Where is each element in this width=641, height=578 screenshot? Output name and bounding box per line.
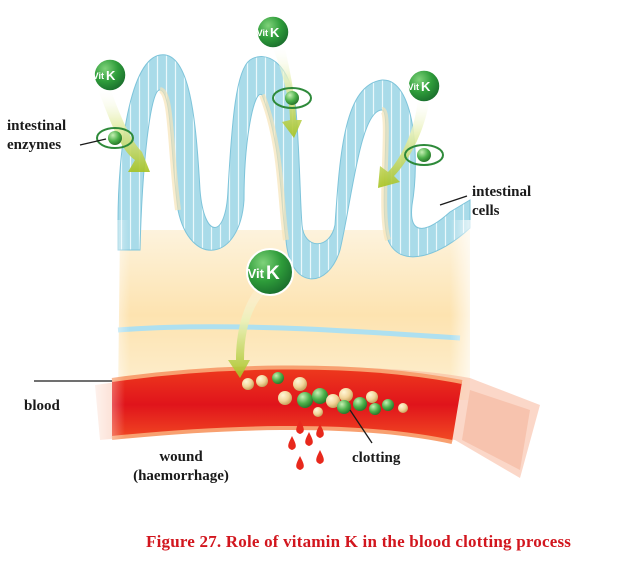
intestinal-tissue	[117, 230, 470, 400]
svg-text:K: K	[106, 68, 116, 83]
blood-drops	[288, 420, 324, 470]
blood-vessel	[80, 365, 540, 478]
leader-lines	[34, 138, 468, 444]
svg-text:Vit: Vit	[408, 82, 419, 92]
svg-text:Vit: Vit	[257, 28, 268, 38]
label-line: intestinal	[472, 184, 532, 200]
svg-text:Vit: Vit	[93, 71, 104, 81]
svg-text:K: K	[421, 79, 431, 94]
vitamin-k-badge: Vit K	[407, 69, 441, 103]
svg-text:K: K	[270, 25, 280, 40]
label-intestinal-enzymes: intestinal enzymes	[7, 117, 66, 155]
label-intestinal-cells: intestinal cells	[472, 183, 531, 221]
label-line: wound	[159, 449, 203, 465]
label-clotting: clotting	[352, 450, 401, 466]
enzyme-markers	[96, 87, 444, 166]
vitamin-k-badge: Vit K	[256, 15, 290, 49]
label-blood: blood	[24, 398, 60, 414]
clotting-particles	[242, 372, 408, 417]
vitamin-k-badge: Vit K	[93, 58, 127, 92]
label-line: intestinal	[7, 118, 67, 134]
label-line: (haemorrhage)	[133, 468, 229, 484]
svg-text:Vit: Vit	[248, 266, 265, 281]
label-wound: wound (haemorrhage)	[116, 448, 246, 486]
label-line: cells	[472, 203, 500, 219]
label-line: enzymes	[7, 137, 62, 153]
svg-text:K: K	[266, 263, 280, 284]
vitamin-k-badge-large: Vit K	[246, 248, 294, 296]
figure-caption: Figure 27. Role of vitamin K in the bloo…	[146, 532, 572, 551]
intestinal-villi	[117, 54, 471, 280]
